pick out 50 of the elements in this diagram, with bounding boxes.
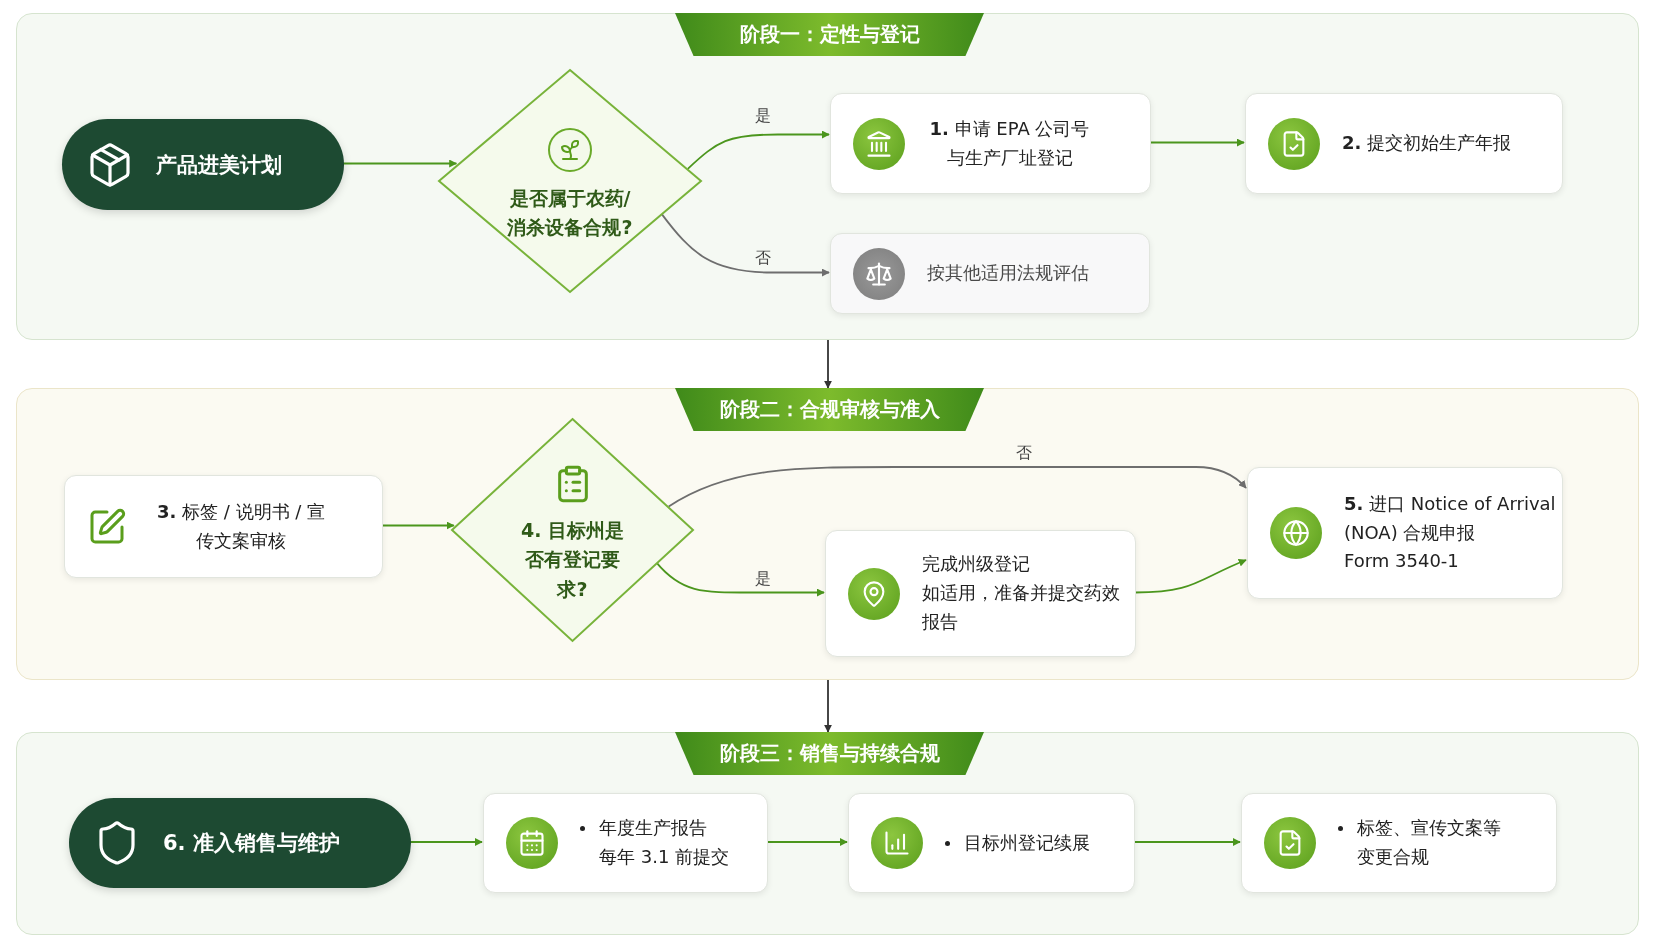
step-card <box>848 793 1135 893</box>
decision-text: 4. 目标州是否有登记要求? <box>519 517 626 602</box>
start-pill <box>69 798 411 888</box>
step-card <box>830 233 1150 314</box>
arrow <box>824 339 832 389</box>
arrow <box>409 838 483 846</box>
edge-label: 否 <box>1013 443 1035 463</box>
step-text: 5. 进口 Notice of Arrival (NOA) 合规申报 <box>1344 491 1557 545</box>
arrow <box>686 130 830 170</box>
step-card <box>483 793 768 893</box>
decision-text: 是否属于农药/消杀设备合规? <box>506 185 634 240</box>
phase-banner: 阶段一：定性与登记 <box>675 13 984 56</box>
step-text: 目标州登记续展 <box>964 830 1090 855</box>
pill-label: 6. 准入销售与维护 <box>163 830 340 857</box>
phase-panel <box>16 13 1639 340</box>
decision-diamond <box>438 69 702 293</box>
step-text: 3. 标签 / 说明书 / 宣传文案审核 <box>155 499 327 553</box>
pill-label: 产品进美计划 <box>156 151 282 179</box>
arrow <box>1133 838 1241 846</box>
step-card <box>1245 93 1563 194</box>
phase-panel <box>16 732 1639 935</box>
arrow <box>342 159 458 168</box>
step-text: 年度生产报告 <box>599 816 707 841</box>
step-card <box>830 93 1151 194</box>
step-card <box>64 475 383 578</box>
arrow <box>824 679 832 733</box>
step-text: 2. 提交初始生产年报 <box>1342 131 1512 156</box>
step-text: 如适用，准备并提交药效报告 <box>922 581 1121 634</box>
step-text: 完成州级登记 <box>922 552 1031 577</box>
phase-banner: 阶段二：合规审核与准入 <box>675 388 984 431</box>
arrow <box>1149 138 1245 147</box>
edge-label: 否 <box>752 248 774 268</box>
step-text: Form 3540-1 <box>1344 549 1459 574</box>
decision-diamond <box>451 418 694 642</box>
phase-banner: 阶段三：销售与持续合规 <box>675 732 984 775</box>
step-card <box>1241 793 1557 893</box>
arrow <box>766 838 848 846</box>
arrow <box>660 212 830 277</box>
phase-panel <box>16 388 1639 680</box>
step-text: 标签、宣传文案等变更合规 <box>1357 816 1502 869</box>
step-text: 按其他适用法规评估 <box>927 261 1089 286</box>
step-card <box>825 530 1136 657</box>
arrow <box>1134 559 1247 594</box>
arrow <box>655 561 825 597</box>
step-text: 1. 申请 EPA 公司号与生产厂址登记 <box>928 116 1091 170</box>
step-text: 每年 3.1 前提交 <box>599 845 730 869</box>
arrow <box>667 466 1247 508</box>
arrow <box>381 521 455 530</box>
step-card <box>1247 467 1563 599</box>
start-pill <box>62 119 344 210</box>
